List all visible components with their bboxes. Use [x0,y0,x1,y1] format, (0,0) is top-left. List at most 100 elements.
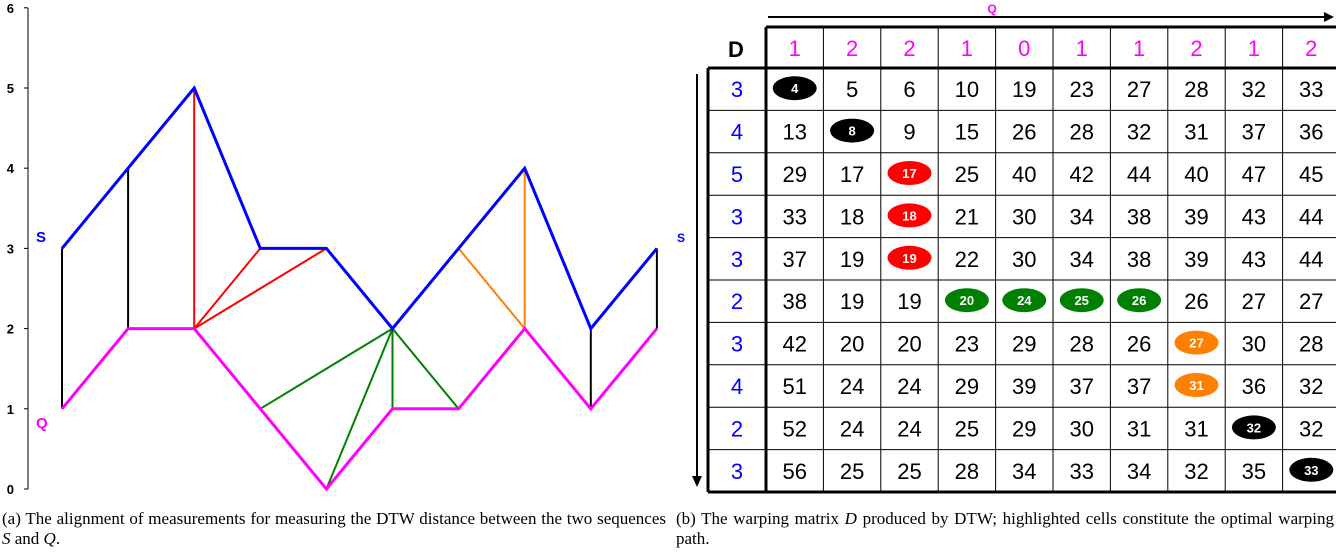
matrix-cell-value: 32 [1127,120,1151,145]
matrix-cell-value: 27 [1299,289,1323,314]
caption-a: (a) The alignment of measurements for me… [2,509,666,549]
matrix-cell-value: 26 [1012,120,1036,145]
matrix-cell-value: 34 [1069,247,1093,272]
path-cell-value: 31 [1189,378,1203,393]
path-cell-highlight [1117,288,1162,313]
caption-b: (b) The warping matrix D produced by DTW… [676,509,1334,549]
matrix-cell-value: 36 [1299,120,1323,145]
matrix-cell-value: 39 [1012,374,1036,399]
matrix-cell-value: 13 [782,120,806,145]
matrix-cell-value: 30 [1069,416,1093,441]
y-tick-label: 1 [7,402,14,417]
matrix-cell-value: 26 [1127,332,1151,357]
matrix-cell-value: 9 [903,120,915,145]
matrix-cell-value: 17 [840,162,864,187]
matrix-cell-value: 40 [1184,162,1208,187]
matrix-cell-value: 32 [1299,374,1323,399]
matrix-cell-value: 31 [1184,120,1208,145]
matrix-cell-value: 27 [1127,77,1151,102]
matrix-cell-value: 25 [840,459,864,484]
column-header: 2 [903,36,915,61]
matrix-cell-value: 28 [1299,332,1323,357]
alignment-line [193,247,327,330]
matrix-cell-value: 31 [1184,416,1208,441]
alignment-line [457,247,526,330]
matrix-cell-value: 32 [1299,416,1323,441]
series-label-q: Q [36,415,48,432]
y-tick-label: 0 [7,482,14,497]
y-tick-label: 5 [7,81,14,96]
path-cell-value: 8 [848,124,855,139]
y-tick-label: 2 [7,322,14,337]
path-cell-highlight [887,203,932,228]
matrix-cell-value: 43 [1242,247,1266,272]
matrix-cell-value: 33 [1069,459,1093,484]
matrix-cell-value: 47 [1242,162,1266,187]
column-header: 1 [1133,36,1145,61]
row-header: 4 [731,374,743,399]
caption-b-rest: produced by DTW; highlighted cells const… [676,509,1334,548]
matrix-cell-value: 44 [1299,247,1323,272]
path-cell-highlight [1289,457,1334,482]
path-cell-highlight [887,161,932,185]
row-header: 3 [731,459,743,484]
matrix-cell-value: 25 [955,162,979,187]
path-cell-highlight [1231,415,1276,440]
matrix-cell-value: 10 [955,77,979,102]
matrix-cell-value: 15 [955,120,979,145]
series-line-q [60,326,659,492]
matrix-cell-value: 30 [1012,204,1036,229]
series-line-s [60,85,659,332]
matrix-cell-value: 30 [1242,332,1266,357]
matrix-cell-value: 24 [897,374,921,399]
path-cell-highlight [1002,288,1047,313]
row-header: 4 [731,120,743,145]
matrix-cell-value: 28 [955,459,979,484]
matrix-cell-value: 29 [955,374,979,399]
matrix-cell-value: 44 [1127,162,1151,187]
matrix-cell-value: 24 [840,374,864,399]
path-cell-highlight [887,245,932,270]
row-header: 2 [731,289,743,314]
matrix-cell-value: 44 [1299,204,1323,229]
matrix-cell-value: 32 [1184,459,1208,484]
path-cell-value: 25 [1074,293,1088,308]
matrix-cell-value: 6 [903,77,915,102]
caption-a-var-q: Q [43,529,56,548]
matrix-cell-value: 37 [1242,120,1266,145]
matrix-cell-value: 42 [782,332,806,357]
column-header: 1 [1248,36,1260,61]
matrix-cell-value: 28 [1069,332,1093,357]
matrix-cell-value: 56 [782,459,806,484]
matrix-cell-value: 33 [1299,77,1323,102]
path-cell-value: 27 [1189,336,1203,351]
matrix-cell-value: 24 [840,416,864,441]
y-tick-label: 6 [7,1,14,16]
matrix-cell-value: 27 [1242,289,1266,314]
matrix-cell-value: 18 [840,204,864,229]
column-header: 0 [1018,36,1030,61]
caption-a-text: (a) The alignment of measurements for me… [2,509,666,528]
path-cell-value: 20 [960,293,974,308]
matrix-cell-value: 20 [897,332,921,357]
column-header: 2 [1305,36,1317,61]
matrix-cell-value: 5 [846,77,858,102]
matrix-cell-value: 43 [1242,204,1266,229]
q-arrow-head [1324,12,1334,22]
matrix-cell-value: 23 [1069,77,1093,102]
path-cell-highlight [830,118,875,143]
matrix-cell-value: 52 [782,416,806,441]
matrix-cell-value: 25 [955,416,979,441]
matrix-cell-value: 37 [782,247,806,272]
matrix-cell-value: 31 [1127,416,1151,441]
path-cell-highlight [1059,288,1104,313]
path-cell-value: 32 [1247,420,1261,435]
matrix-cell-value: 20 [840,332,864,357]
matrix-cell-value: 19 [1012,77,1036,102]
path-cell-value: 19 [902,251,916,266]
matrix-cell-value: 34 [1012,459,1036,484]
column-header: 1 [961,36,973,61]
matrix-cell-value: 23 [955,332,979,357]
matrix-cell-value: 21 [955,204,979,229]
